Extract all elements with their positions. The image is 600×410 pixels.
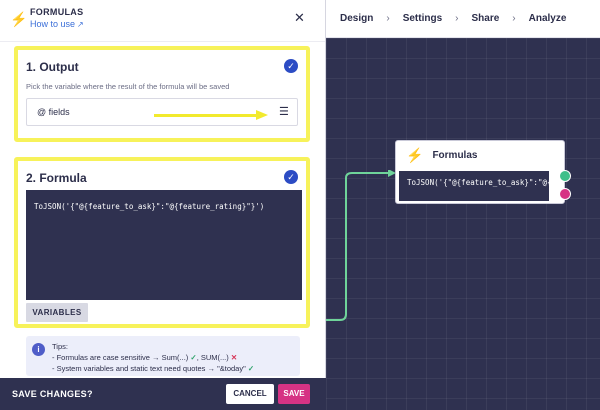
output-section-title: 1. Output xyxy=(26,60,79,74)
arrow-annotation xyxy=(154,110,270,120)
formulas-panel: ⚡ FORMULAS How to use↗ ✕ 1. Output ✓ Pic… xyxy=(0,0,326,410)
lightning-bolt-icon: ⚡ xyxy=(10,11,28,27)
cancel-button[interactable]: CANCEL xyxy=(226,384,274,404)
flow-connector xyxy=(326,170,396,321)
cross-icon: ✕ xyxy=(230,353,238,362)
check-icon: ✓ xyxy=(247,364,255,373)
how-to-use-link[interactable]: How to use↗ xyxy=(30,19,84,29)
top-navigation: Design › Settings › Share › Analyze xyxy=(326,0,600,38)
formula-section: 2. Formula ✓ ToJSON('{"@{feature_to_ask}… xyxy=(14,157,310,328)
info-icon: i xyxy=(32,343,45,356)
output-section: 1. Output ✓ Pick the variable where the … xyxy=(14,46,310,142)
check-icon: ✓ xyxy=(190,353,197,362)
formula-section-title: 2. Formula xyxy=(26,171,87,185)
chevron-right-icon: › xyxy=(455,13,459,24)
lightning-bolt-icon: ⚡ xyxy=(406,146,424,163)
save-changes-title: SAVE CHANGES? xyxy=(12,389,93,399)
panel-title: FORMULAS xyxy=(30,7,84,17)
nav-step-settings[interactable]: Settings xyxy=(402,13,443,24)
variables-button[interactable]: VARIABLES xyxy=(26,303,88,322)
formulas-node[interactable]: ⚡ Formulas ToJSON('{"@{feature_to_ask}":… xyxy=(395,140,565,204)
tip-text: - System variables and static text need … xyxy=(52,364,246,373)
chevron-right-icon: › xyxy=(386,13,390,24)
nav-step-analyze[interactable]: Analyze xyxy=(528,13,567,24)
save-button[interactable]: SAVE xyxy=(278,384,310,404)
tip-case-sensitive: - Formulas are case sensitive → Sum(...)… xyxy=(52,353,237,362)
output-variable-field[interactable]: @ fields ☰ xyxy=(26,98,298,126)
close-icon[interactable]: ✕ xyxy=(294,10,305,25)
node-output-port-failure[interactable] xyxy=(559,188,571,200)
save-changes-bar: SAVE CHANGES? CANCEL SAVE xyxy=(0,378,326,410)
tip-text: , SUM(...) xyxy=(196,353,229,362)
check-circle-icon: ✓ xyxy=(284,170,298,184)
tip-quotes: - System variables and static text need … xyxy=(52,364,254,373)
formula-editor[interactable]: ToJSON('{"@{feature_to_ask}":"@{feature_… xyxy=(26,190,302,300)
tip-text: - Formulas are case sensitive → Sum(...) xyxy=(52,353,189,362)
how-to-use-label: How to use xyxy=(30,19,76,29)
output-section-description: Pick the variable where the result of th… xyxy=(26,82,230,91)
panel-header: ⚡ FORMULAS How to use↗ ✕ xyxy=(0,0,325,42)
list-icon[interactable]: ☰ xyxy=(279,106,289,118)
nav-step-design[interactable]: Design xyxy=(340,13,374,24)
flow-canvas[interactable] xyxy=(326,38,600,410)
node-header: ⚡ Formulas xyxy=(396,141,564,169)
node-formula-preview: ToJSON('{"@{feature_to_ask}":"@{feature_… xyxy=(399,171,549,201)
chevron-right-icon: › xyxy=(512,13,516,24)
nav-step-share[interactable]: Share xyxy=(471,13,500,24)
external-link-icon: ↗ xyxy=(77,20,84,29)
tips-box: i Tips: - Formulas are case sensitive → … xyxy=(26,336,300,376)
node-output-port-success[interactable] xyxy=(559,170,571,182)
node-title: Formulas xyxy=(432,149,478,161)
output-variable-value: @ fields xyxy=(37,107,70,117)
check-circle-icon: ✓ xyxy=(284,59,298,73)
tips-title: Tips: xyxy=(52,342,68,351)
